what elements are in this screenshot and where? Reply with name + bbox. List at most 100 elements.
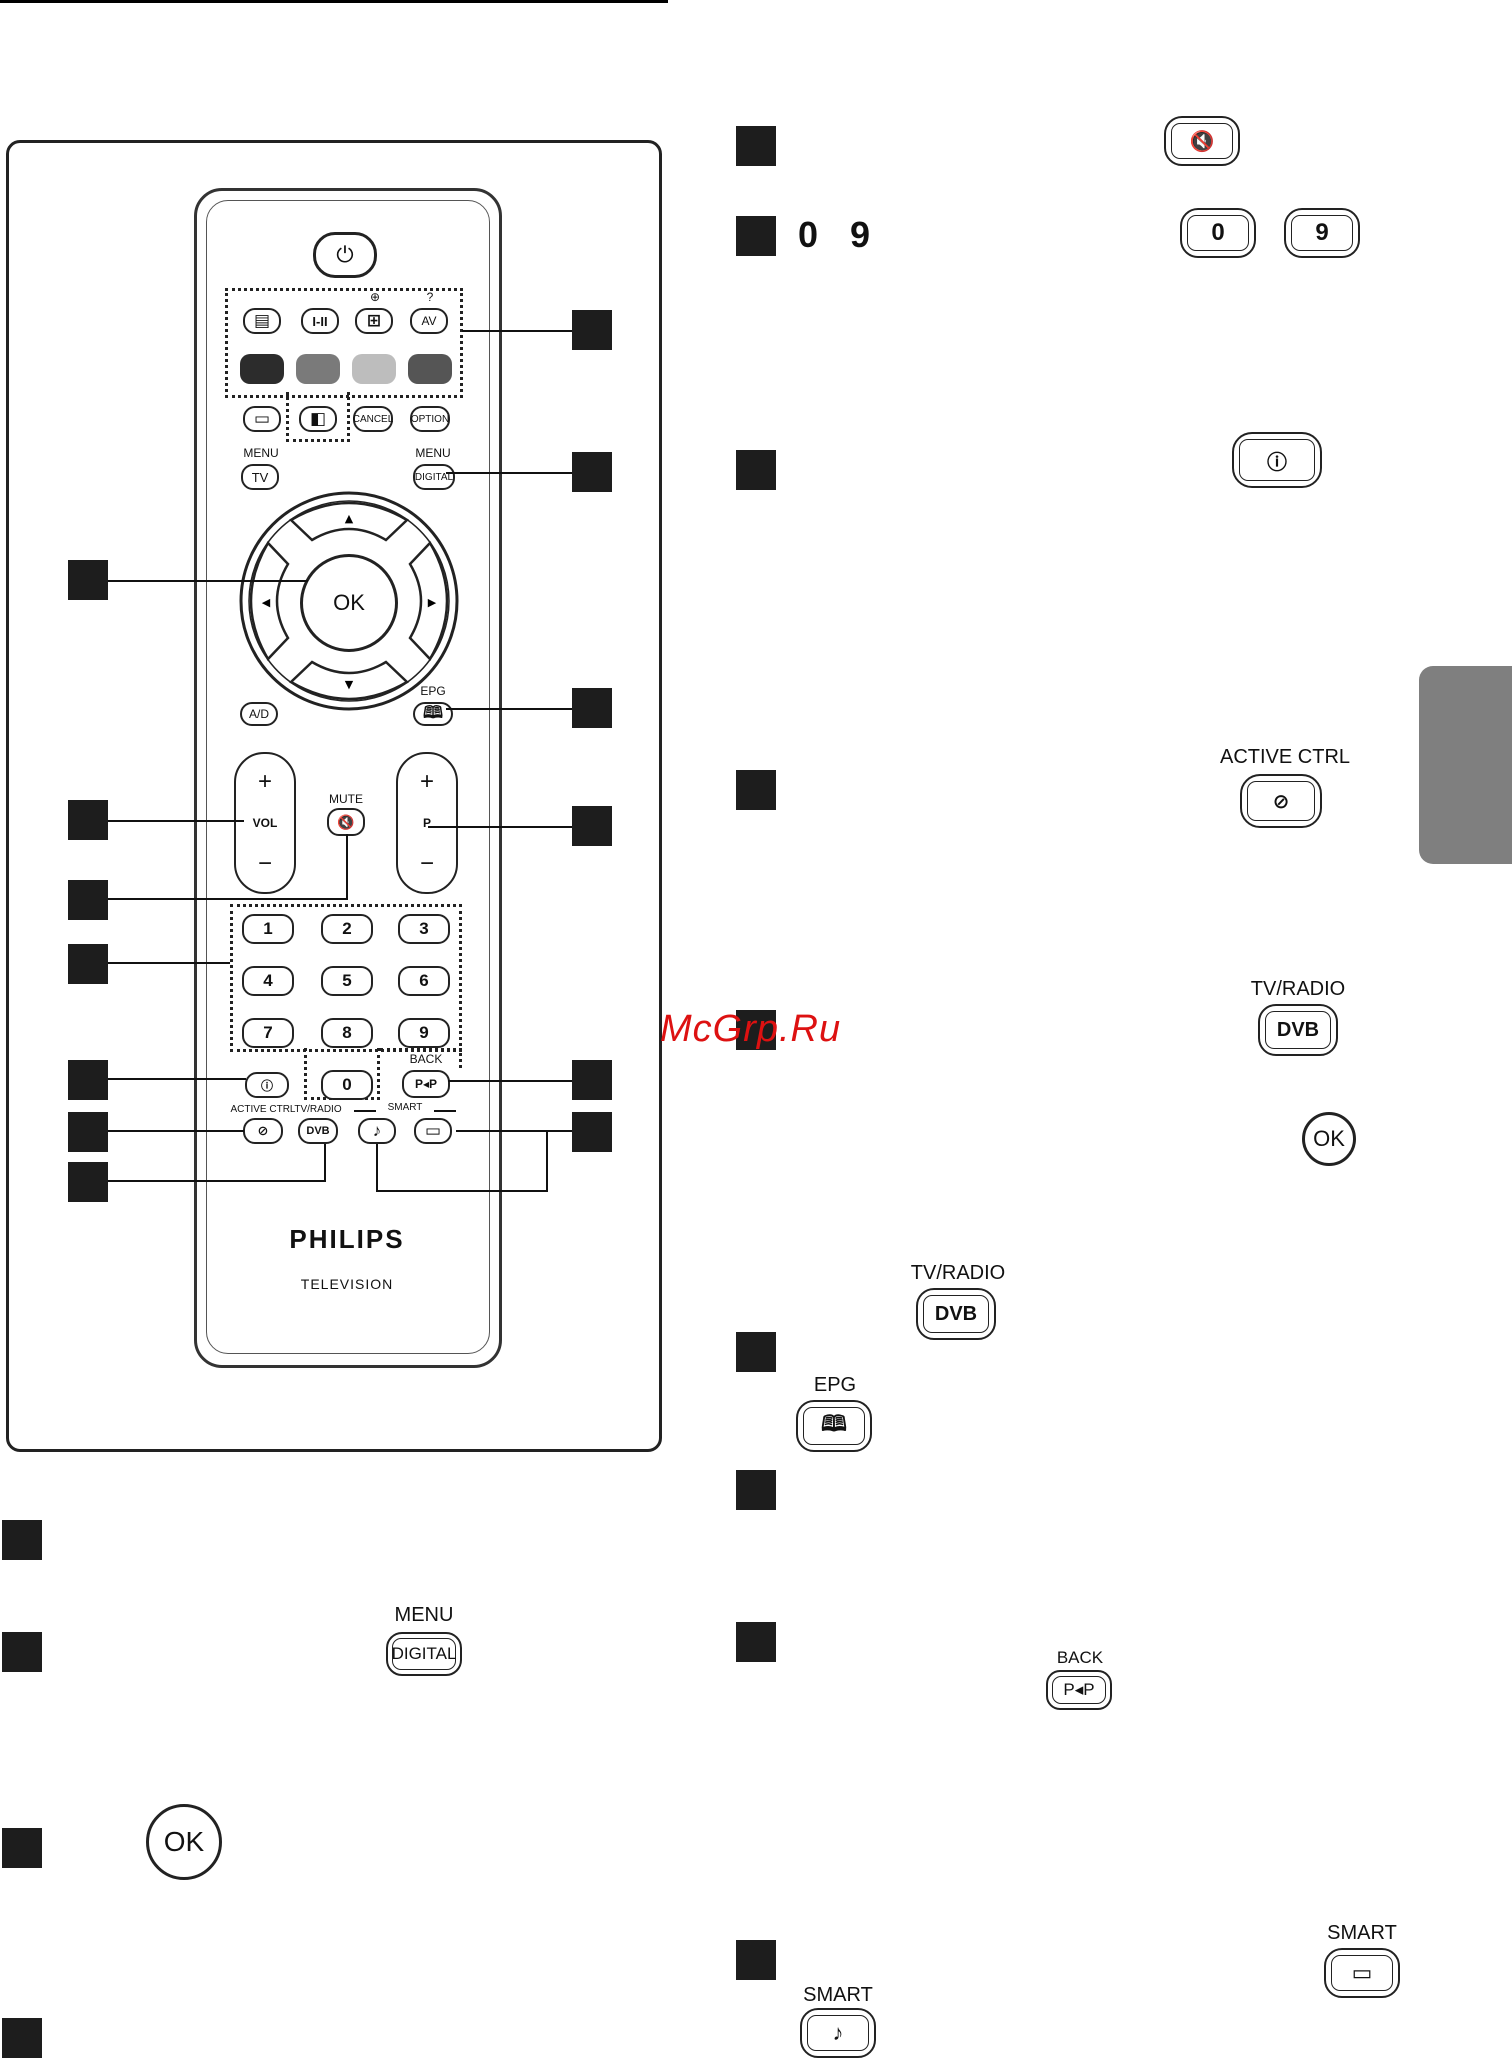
teletext-button-group <box>225 288 463 398</box>
number-key-4[interactable]: 4 <box>242 966 294 996</box>
blue-color-button[interactable] <box>408 354 452 384</box>
digit-9-button[interactable]: 9 <box>1284 208 1360 258</box>
power-button[interactable]: ⏻ <box>313 232 377 278</box>
section-marker <box>736 1010 776 1050</box>
yellow-color-button[interactable] <box>352 354 396 384</box>
tv-radio-label: TV/RADIO <box>294 1104 342 1115</box>
nav-right-button[interactable]: ▶ <box>408 540 449 662</box>
number-key-7[interactable]: 7 <box>242 1018 294 1048</box>
number-key-5[interactable]: 5 <box>321 966 373 996</box>
red-color-button[interactable] <box>240 354 284 384</box>
active-ctrl-icon: ⊘ <box>257 1123 269 1138</box>
callout-line <box>446 708 572 710</box>
number-key-3[interactable]: 3 <box>398 914 450 944</box>
cancel-button[interactable]: CANCEL <box>353 406 393 432</box>
digit-0-inner: 0 <box>1187 215 1249 251</box>
tv-radio-button-large[interactable]: DVB <box>1258 1004 1338 1056</box>
epg-inner: 🕮 <box>803 1407 865 1445</box>
callout-line <box>108 898 348 900</box>
smart-picture-button[interactable]: ▭ <box>414 1118 452 1144</box>
ok-button-large[interactable]: OK <box>146 1804 222 1880</box>
tv-radio-caption: TV/RADIO <box>1250 978 1346 1000</box>
epg-button-large[interactable]: 🕮 <box>796 1400 872 1452</box>
active-ctrl-button-large[interactable]: ⊘ <box>1240 774 1322 828</box>
top-rule <box>0 0 668 3</box>
volume-rocker[interactable]: + VOL − <box>234 752 296 894</box>
svg-text:◀: ◀ <box>262 596 271 609</box>
format-button[interactable]: ⊞ <box>355 308 393 334</box>
number-key-8[interactable]: 8 <box>321 1018 373 1048</box>
green-color-button[interactable] <box>296 354 340 384</box>
tv-radio-button-2[interactable]: DVB <box>916 1288 996 1340</box>
svg-text:▼: ▼ <box>345 678 354 691</box>
callout-marker <box>572 1112 612 1152</box>
info-plus-button[interactable]: ⓘ <box>245 1072 289 1098</box>
callout-marker <box>68 880 108 920</box>
info-plus-inner: ⓘ <box>1239 439 1315 481</box>
info-plus-icon: ⓘ <box>260 1078 273 1093</box>
mute-button-inner: 🔇 <box>1171 123 1233 159</box>
remote-illustration-frame <box>6 140 662 1452</box>
section-marker <box>736 1622 776 1662</box>
nav-down-button[interactable]: ▼ <box>288 660 410 701</box>
smart-bracket-right <box>434 1110 456 1112</box>
callout-line <box>108 820 244 822</box>
number-key-2[interactable]: 2 <box>321 914 373 944</box>
info-plus-button-large[interactable]: ⓘ <box>1232 432 1322 488</box>
callout-line <box>324 1144 326 1182</box>
callout-line <box>376 1144 378 1192</box>
dual-screen-icon: ◧ <box>309 409 327 428</box>
active-ctrl-caption: ACTIVE CTRL <box>1220 746 1351 768</box>
mute-button[interactable]: 🔇 <box>327 808 365 836</box>
active-ctrl-button[interactable]: ⊘ <box>243 1118 283 1144</box>
callout-line <box>446 472 572 474</box>
ad-button[interactable]: A/D <box>240 702 278 726</box>
digit-range-start: 0 <box>798 214 819 255</box>
subtitle-button[interactable]: ▭ <box>243 406 281 432</box>
mute-button-large[interactable]: 🔇 <box>1164 116 1240 166</box>
tv-radio-button[interactable]: DVB <box>298 1118 338 1144</box>
number-key-0[interactable]: 0 <box>321 1070 373 1100</box>
section-marker <box>2 1828 42 1868</box>
callout-line <box>462 330 572 332</box>
digit-0-button[interactable]: 0 <box>1180 208 1256 258</box>
number-key-9[interactable]: 9 <box>398 1018 450 1048</box>
smart-sound-button-large[interactable]: ♪ <box>800 2008 876 2058</box>
menu-digital-button[interactable]: DIGITAL <box>413 464 455 490</box>
av-button[interactable]: AV <box>410 308 448 334</box>
smart-caption-2: SMART <box>803 1984 873 2006</box>
smart-picture-button-large[interactable]: ▭ <box>1324 1948 1400 1998</box>
menu-digital-label: MENU <box>415 446 451 460</box>
digital-button[interactable]: DIGITAL <box>386 1632 462 1676</box>
section-marker <box>2 1632 42 1672</box>
program-rocker[interactable]: + P − <box>396 752 458 894</box>
section-marker <box>736 770 776 810</box>
dual-screen-button[interactable]: ◧ <box>299 406 337 432</box>
power-icon: ⏻ <box>336 242 354 267</box>
ok-button-right[interactable]: OK <box>1302 1112 1356 1166</box>
section-marker <box>736 216 776 256</box>
sound-mode-button[interactable]: I-II <box>301 308 339 334</box>
smart-sound-button[interactable]: ♪ <box>358 1118 396 1144</box>
nav-up-button[interactable]: ▲ <box>288 501 410 542</box>
option-button[interactable]: OPTION <box>410 406 450 432</box>
callout-line <box>108 580 308 582</box>
callout-marker <box>572 806 612 846</box>
menu-tv-button[interactable]: TV <box>241 464 279 490</box>
section-marker <box>736 450 776 490</box>
format-icon-label: ⊕ <box>369 290 381 304</box>
ok-button[interactable]: OK <box>300 554 398 652</box>
epg-button[interactable]: 🕮 <box>413 702 453 726</box>
section-marker <box>736 1332 776 1372</box>
callout-line <box>456 1130 572 1132</box>
info-icon-label: ? <box>426 290 434 304</box>
picture-icon: ▭ <box>424 1121 442 1140</box>
number-key-1[interactable]: 1 <box>242 914 294 944</box>
menu-tv-label: MENU <box>243 446 279 460</box>
epg-label: EPG <box>420 684 446 698</box>
number-key-6[interactable]: 6 <box>398 966 450 996</box>
back-pp-button[interactable]: P◂P <box>402 1070 450 1098</box>
back-pp-button-large[interactable]: P◂P <box>1046 1670 1112 1710</box>
teletext-button[interactable]: ▤ <box>243 308 281 334</box>
nav-left-button[interactable]: ◀ <box>249 540 290 662</box>
